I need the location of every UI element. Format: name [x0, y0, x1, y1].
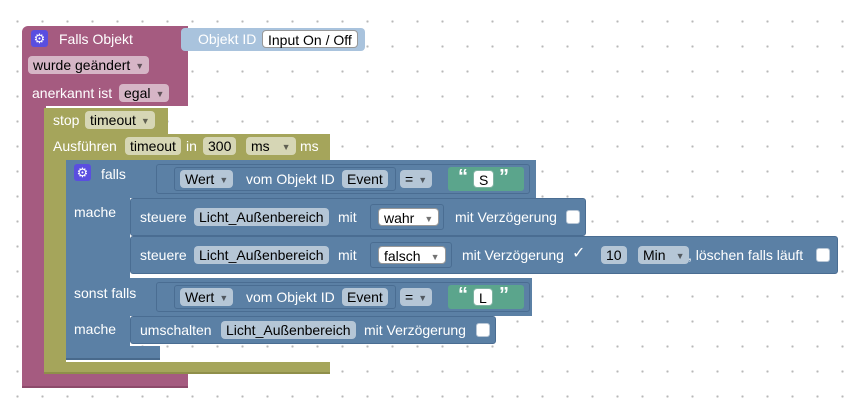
do-label: mache [74, 204, 117, 220]
operator-dropdown-2[interactable]: =▼ [400, 288, 433, 306]
control-delay-label-1: mit Verzögerung [455, 209, 557, 225]
control-delay-label-2: mit Verzögerung [462, 247, 564, 263]
bool-dropdown-1[interactable]: wahr ▼ [378, 208, 440, 226]
chevron-down-icon: ▼ [155, 89, 165, 99]
control-target-value-2: Licht_Außenbereich [199, 247, 324, 263]
of-object-label-1: vom Objekt ID [246, 171, 335, 187]
timeout-block-spine [44, 160, 66, 374]
gear-icon[interactable]: ⚙ [31, 30, 48, 47]
timeout-block-shadow [44, 372, 330, 374]
text-value-1: S [479, 172, 489, 188]
value-attr-value-1: Wert [185, 171, 215, 187]
operator-dropdown-1[interactable]: =▼ [400, 170, 433, 188]
chevron-down-icon: ▼ [418, 293, 428, 303]
stop-label: stop [53, 112, 80, 128]
gear-icon[interactable]: ⚙ [74, 164, 91, 181]
if-label: falls [101, 166, 126, 182]
timeout-delay-field[interactable]: 300 [203, 137, 237, 155]
text-field-2[interactable]: L [473, 288, 493, 306]
control-target-2[interactable]: Licht_Außenbereich [194, 246, 329, 264]
clear-label-2: , löschen falls läuft [688, 247, 804, 263]
timeout-label: Ausführen [53, 138, 117, 154]
object-value-2: Event [347, 289, 383, 305]
trigger-block-spine [22, 100, 46, 388]
object-field-2[interactable]: Event [342, 288, 388, 306]
toggle-target[interactable]: Licht_Außenbereich [221, 321, 356, 339]
toggle-delay-checkbox[interactable] [476, 323, 490, 337]
delay-unit-value-2: Min [643, 247, 666, 263]
bool-dropdown-2[interactable]: falsch ▼ [378, 246, 446, 264]
ack-label: anerkannt ist [32, 85, 113, 101]
of-object-label-2: vom Objekt ID [246, 289, 335, 305]
changed-dropdown[interactable]: wurde geändert ▼ [28, 56, 150, 74]
delay-unit-dropdown-2[interactable]: Min ▼ [638, 246, 690, 264]
value-attr-value-2: Wert [185, 289, 215, 305]
operator-value-1: = [405, 171, 414, 187]
quote-close-1: ” [499, 166, 509, 188]
delay-value-2: 10 [606, 247, 622, 263]
trigger-block-shadow [22, 386, 188, 388]
chevron-down-icon: ▼ [430, 252, 440, 262]
elseif-label: sonst falls [74, 285, 137, 301]
control-target-1[interactable]: Licht_Außenbereich [194, 208, 329, 226]
chevron-down-icon: ▼ [675, 251, 685, 261]
control-label-1: steuere [140, 209, 187, 225]
chevron-down-icon: ▼ [418, 175, 428, 185]
control-with-label-2: mit [338, 247, 357, 263]
timeout-in-label: in [186, 138, 197, 154]
value-attr-dropdown-2[interactable]: Wert ▼ [180, 288, 234, 306]
chevron-down-icon: ▼ [135, 61, 145, 71]
object-field-1[interactable]: Event [342, 170, 388, 188]
chevron-down-icon: ▼ [281, 142, 291, 152]
value-attr-dropdown-1[interactable]: Wert ▼ [180, 170, 234, 188]
control-label-2: steuere [140, 247, 187, 263]
bool-value-1: wahr [384, 210, 415, 226]
object-id-field[interactable]: Input On / Off [262, 30, 358, 48]
timeout-delay-value: 300 [208, 138, 232, 154]
toggle-label: umschalten [140, 322, 212, 338]
timeout-name-value: timeout [130, 138, 176, 154]
text-value-2: L [479, 290, 487, 306]
stop-dropdown-value: timeout [90, 112, 136, 128]
if-block-shadow [66, 358, 160, 360]
changed-dropdown-value: wurde geändert [33, 57, 131, 73]
stop-dropdown[interactable]: timeout ▼ [85, 111, 155, 129]
timeout-unit-dropdown[interactable]: ms ▼ [246, 137, 296, 155]
ack-dropdown-value: egal [124, 85, 151, 101]
object-id-value: Input On / Off [268, 32, 352, 48]
do2-label: mache [74, 321, 117, 337]
delay-checkbox-1[interactable] [566, 210, 580, 224]
operator-value-2: = [405, 289, 414, 305]
toggle-target-value: Licht_Außenbereich [226, 322, 351, 338]
if-block-footer [66, 346, 160, 360]
quote-close-2: ” [499, 284, 509, 306]
ack-dropdown[interactable]: egal ▼ [119, 84, 170, 102]
control-target-value-1: Licht_Außenbereich [199, 209, 324, 225]
timeout-suffix: ms [300, 138, 319, 154]
quote-open-2: “ [458, 284, 468, 306]
chevron-down-icon: ▼ [424, 214, 434, 224]
control-with-label-1: mit [338, 209, 357, 225]
object-value-1: Event [347, 171, 383, 187]
delay-value-field-2[interactable]: 10 [601, 246, 627, 264]
timeout-block-footer [44, 362, 330, 374]
bool-value-2: falsch [384, 248, 421, 264]
chevron-down-icon: ▼ [219, 293, 229, 303]
text-field-1[interactable]: S [473, 170, 495, 188]
chevron-down-icon: ▼ [140, 116, 150, 126]
toggle-delay-label: mit Verzögerung [364, 322, 466, 338]
delay-checkbox-2[interactable]: ✓ [572, 245, 586, 262]
timeout-name-field[interactable]: timeout [125, 137, 181, 155]
trigger-title: Falls Objekt [59, 31, 133, 47]
if-block-spine [66, 160, 130, 360]
clear-checkbox-2[interactable] [816, 248, 830, 262]
object-id-label: Objekt ID [198, 31, 257, 47]
quote-open-1: “ [458, 166, 468, 188]
chevron-down-icon: ▼ [219, 175, 229, 185]
timeout-unit-value: ms [251, 138, 270, 154]
trigger-block-footer [22, 374, 188, 388]
